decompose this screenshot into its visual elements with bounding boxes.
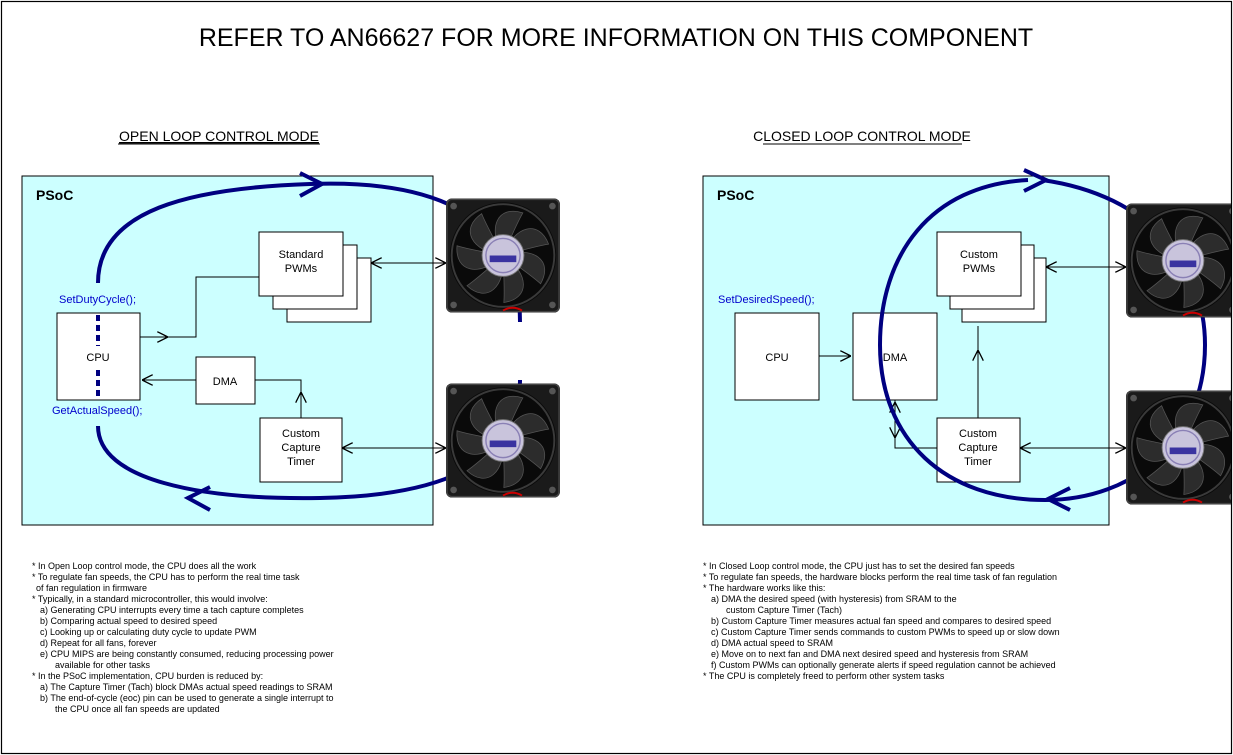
closed-loop-top-arrowhead <box>1023 168 1051 193</box>
closed-dma-label: DMA <box>883 352 908 364</box>
closed-cpu-block <box>734 312 820 401</box>
closed-fan-bottom-icon <box>1126 389 1231 506</box>
open-note-line: c) Looking up or calculating duty cycle … <box>40 627 257 637</box>
open-note-line: b) Comparing actual speed to desired spe… <box>40 616 217 626</box>
open-fan-bottom-icon <box>446 382 560 499</box>
closed-capture-label-line3: Timer <box>964 456 992 468</box>
closed-psoc-label: PSoC <box>717 187 754 203</box>
open-note-line: the CPU once all fan speeds are updated <box>55 704 220 714</box>
open-loop-notes: * In Open Loop control mode, the CPU doe… <box>32 561 336 714</box>
open-note-line: e) CPU MIPS are being constantly consume… <box>40 649 334 659</box>
open-capture-label-line3: Timer <box>287 456 315 468</box>
open-loop-top-arrowhead <box>299 171 327 198</box>
closed-pwms-label-line2: PWMs <box>963 263 996 275</box>
open-set-duty-cycle-call: SetDutyCycle(); <box>59 294 136 306</box>
closed-loop-notes: * In Closed Loop control mode, the CPU j… <box>703 561 1062 681</box>
open-loop-bottom-arrowhead <box>183 485 211 512</box>
open-note-line: * In the PSoC implementation, CPU burden… <box>32 671 263 681</box>
open-pwms-label-line2: PWMs <box>285 263 318 275</box>
open-dma-label: DMA <box>213 376 238 388</box>
open-cpu-label: CPU <box>86 352 109 364</box>
open-note-line: a) Generating CPU interrupts every time … <box>40 605 304 615</box>
closed-cpu-label: CPU <box>765 352 788 364</box>
open-pwms-label-line1: Standard <box>279 249 324 261</box>
open-capture-label-line2: Capture <box>281 442 320 454</box>
closed-loop-bottom-arrowhead <box>1043 486 1071 512</box>
open-note-line: * Typically, in a standard microcontroll… <box>32 594 268 604</box>
closed-loop-heading: CLOSED LOOP CONTROL MODE <box>753 128 971 144</box>
closed-loop-panel: CLOSED LOOP CONTROL MODE PSoC Custom PWM… <box>702 128 1231 681</box>
open-get-actual-speed-call: GetActualSpeed(); <box>52 405 143 417</box>
open-note-line: of fan regulation in firmware <box>36 583 147 593</box>
page-title: REFER TO AN66627 FOR MORE INFORMATION ON… <box>199 24 1033 52</box>
closed-note-line: f) Custom PWMs can optionally generate a… <box>711 660 1056 670</box>
closed-note-line: custom Capture Timer (Tach) <box>726 605 842 615</box>
closed-note-line: b) Custom Capture Timer measures actual … <box>711 616 1051 626</box>
closed-note-line: e) Move on to next fan and DMA next desi… <box>711 649 1028 659</box>
closed-pwms-label-line1: Custom <box>960 249 998 261</box>
closed-note-line: * The CPU is completely freed to perform… <box>703 671 945 681</box>
open-loop-panel: OPEN LOOP CONTROL MODE PSoC Standard PWM… <box>21 128 560 714</box>
closed-set-desired-speed-call: SetDesiredSpeed(); <box>718 294 815 306</box>
open-note-line: d) Repeat for all fans, forever <box>40 638 157 648</box>
closed-note-line: c) Custom Capture Timer sends commands t… <box>711 627 1060 637</box>
closed-custom-pwms-block: Custom PWMs <box>936 231 1047 323</box>
closed-note-line: * In Closed Loop control mode, the CPU j… <box>703 561 1015 571</box>
closed-capture-label-line1: Custom <box>959 428 997 440</box>
closed-note-line: * The hardware works like this: <box>703 583 825 593</box>
closed-dma-block <box>852 312 938 401</box>
closed-capture-timer-block <box>936 417 1021 483</box>
closed-note-line: d) DMA actual speed to SRAM <box>711 638 833 648</box>
closed-capture-label-line2: Capture <box>958 442 997 454</box>
open-timer-to-dma-line <box>255 379 302 418</box>
open-psoc-block <box>21 175 434 526</box>
closed-fan-top-icon <box>1126 202 1231 319</box>
open-note-line: * To regulate fan speeds, the CPU has to… <box>32 572 300 582</box>
open-loop-heading: OPEN LOOP CONTROL MODE <box>119 128 319 144</box>
open-fan-top-icon <box>446 197 560 314</box>
closed-note-line: * To regulate fan speeds, the hardware b… <box>703 572 1057 582</box>
open-note-line: * In Open Loop control mode, the CPU doe… <box>32 561 257 571</box>
open-note-line: available for other tasks <box>55 660 151 670</box>
open-note-line: b) The end-of-cycle (eoc) pin can be use… <box>40 693 334 703</box>
closed-note-line: a) DMA the desired speed (with hysteresi… <box>711 594 957 604</box>
open-capture-label-line1: Custom <box>282 428 320 440</box>
open-note-line: a) The Capture Timer (Tach) block DMAs a… <box>40 682 332 692</box>
open-psoc-label: PSoC <box>36 187 73 203</box>
open-standard-pwms-block: Standard PWMs <box>258 231 372 323</box>
